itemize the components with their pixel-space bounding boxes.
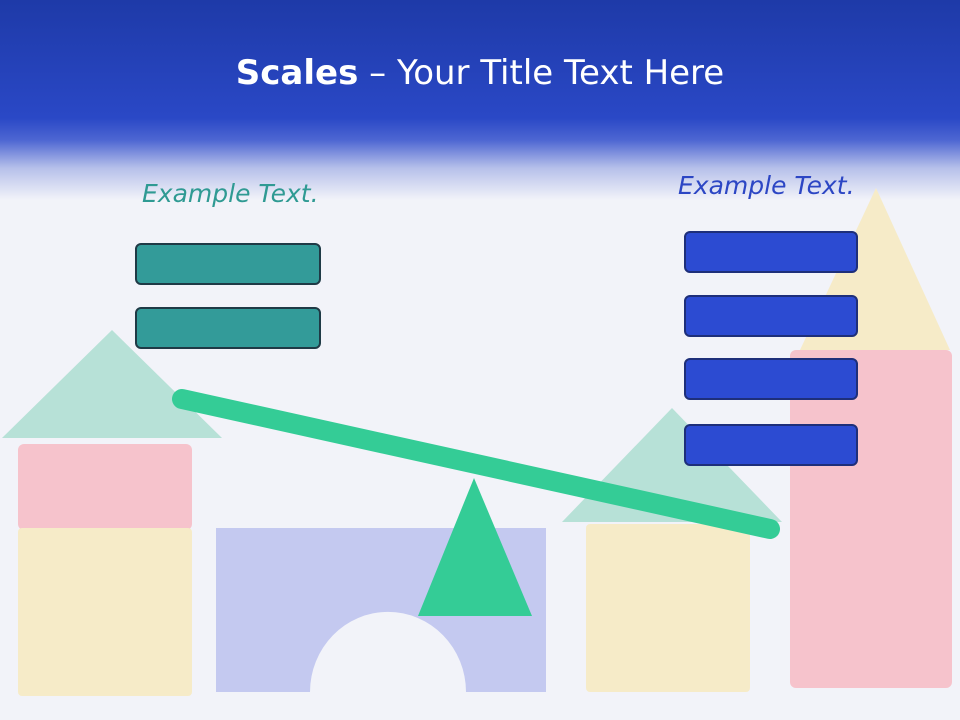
right-example-text: Example Text. <box>678 171 855 200</box>
right-bar-1 <box>684 231 858 273</box>
title-bold: Scales <box>235 53 359 93</box>
left-yellow-block <box>18 528 192 696</box>
left-bar-1 <box>135 243 321 285</box>
left-roof-block <box>2 330 222 438</box>
slide-header <box>0 0 960 200</box>
title-rest: – Your Title Text Here <box>358 53 725 93</box>
middle-yellow-block <box>586 524 750 692</box>
left-red-block <box>18 444 192 530</box>
scale-fulcrum <box>418 478 532 616</box>
left-example-text: Example Text. <box>142 179 319 208</box>
right-bar-2 <box>684 295 858 337</box>
slide-title: Scales – Your Title Text Here <box>0 50 960 96</box>
right-bar-3 <box>684 358 858 400</box>
left-bar-2 <box>135 307 321 349</box>
scale-beam <box>172 389 780 539</box>
right-bar-4 <box>684 424 858 466</box>
